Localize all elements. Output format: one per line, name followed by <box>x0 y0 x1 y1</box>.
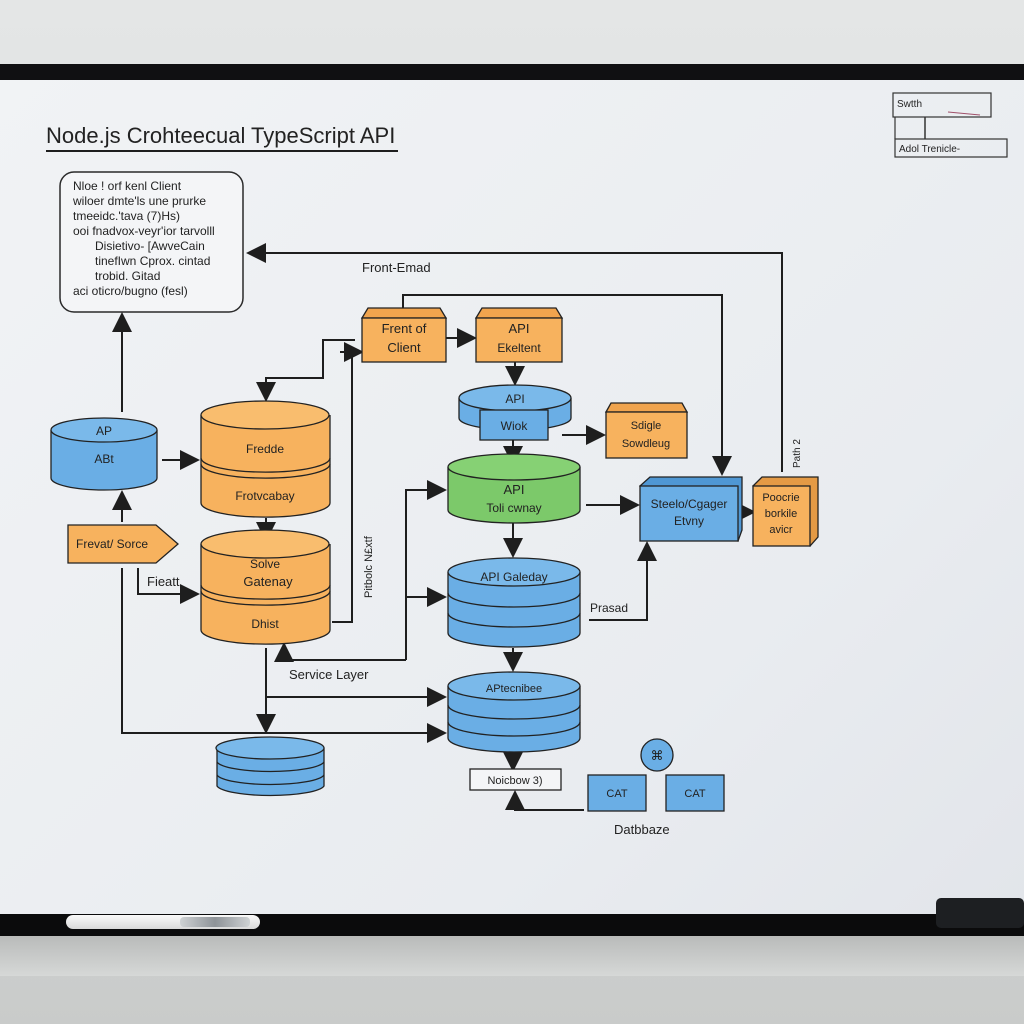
legend-bottom-label: Adol Trenicle- <box>899 144 960 155</box>
node-label: Wiok <box>501 419 529 433</box>
note-bubble: Nloe ! orf kenl Client wiloer dmte'ls un… <box>59 171 244 313</box>
node-label: Gatenay <box>243 574 293 589</box>
database-circle-icon <box>640 738 674 772</box>
legend-box: Swtth Adol Trenicle- <box>892 92 1008 158</box>
api-gateway-blue-node[interactable]: API Galeday <box>447 557 581 648</box>
node-label: ABt <box>94 452 114 466</box>
node-label: Solve <box>250 557 280 571</box>
node-label: avicr <box>769 524 793 536</box>
ap-abt-node[interactable]: AP ABt <box>50 417 158 491</box>
front-client-node[interactable]: Frent of Client <box>360 307 448 363</box>
node-label: Toli cwnay <box>486 501 541 515</box>
node-label: APtecnibee <box>486 683 542 695</box>
node-label: AP <box>96 424 112 438</box>
node-label: Etvny <box>674 514 704 528</box>
node-label: Frotvcabay <box>235 489 294 503</box>
node-label: API <box>504 482 525 497</box>
circle-glyph-icon: ⌘ <box>651 748 664 763</box>
node-label: CAT <box>606 788 627 800</box>
note-line: tmeeidc.'tava (7)Hs) <box>73 209 180 223</box>
node-label: Dhist <box>251 617 279 631</box>
arrow-to-green <box>405 480 447 660</box>
node-label: Poocrie <box>762 492 799 504</box>
eraser[interactable] <box>936 898 1024 928</box>
frevat-source-node[interactable]: Frevat/ Sorce <box>67 524 179 564</box>
note-line: trobid. Gitad <box>95 269 160 283</box>
node-label: Frevat/ Sorce <box>76 537 148 551</box>
node-label: API Galeday <box>480 570 547 584</box>
api-work-node[interactable]: API Wiok <box>458 384 572 441</box>
sdigle-node[interactable]: Sdigle Sowdleug <box>604 402 689 459</box>
label-path2: Path 2 <box>792 439 803 468</box>
node-label: Fredde <box>246 442 284 456</box>
diagram-title: Node.js Crohteecual TypeScript API <box>46 123 395 148</box>
node-label: Steelo/Cgager <box>651 497 728 511</box>
label-prasad: Prasad <box>590 601 628 615</box>
node-label: Noicbow 3) <box>487 775 542 787</box>
arrow-cat-to-notebook <box>505 790 584 811</box>
label-vertical: Pitbolc N£xtf <box>363 535 375 598</box>
note-line: wiloer dmte'ls une prurke <box>72 194 206 208</box>
note-line: Nloe ! orf kenl Client <box>73 179 182 193</box>
arrow-to-dhist <box>274 642 406 662</box>
steel-engine-node[interactable]: Steelo/Cgager Etvny <box>638 476 743 542</box>
node-label: CAT <box>684 788 705 800</box>
arrow-source-to-aptec <box>121 568 447 743</box>
database-cluster[interactable]: ⌘ CAT CAT <box>587 738 725 812</box>
small-database-node[interactable] <box>215 736 325 797</box>
api-ekeltent-node[interactable]: API Ekeltent <box>474 307 564 363</box>
arrow-to-steel-engine <box>402 294 732 476</box>
aptecnibee-node[interactable]: APtecnibee <box>447 671 581 753</box>
solve-gateway-stack-node[interactable]: Solve Gatenay Dhist <box>200 529 331 645</box>
label-front-end: Front-Emad <box>362 260 431 275</box>
notebook-node[interactable]: Noicbow 3) <box>469 768 562 791</box>
cat-left-box <box>587 774 647 812</box>
cat-right-box <box>665 774 725 812</box>
api-gateway-green-node[interactable]: API Toli cwnay <box>447 453 581 524</box>
fredde-stack-node[interactable]: Fredde Frotvcabay <box>200 400 331 518</box>
marker-label <box>180 917 250 927</box>
node-label: borkile <box>765 508 797 520</box>
wall-shadow <box>0 936 1024 976</box>
label-database: Datbbaze <box>614 822 670 837</box>
node-label: Client <box>387 340 421 355</box>
note-line: ooi fnadvox-veyr'ior tarvolll <box>73 224 215 238</box>
node-label: API <box>505 392 524 406</box>
node-label: Ekeltent <box>497 341 541 355</box>
note-line: tinefIwn Cprox. cintad <box>95 254 210 268</box>
line-dhist-to-front <box>332 351 360 623</box>
node-label: Frent of <box>382 321 427 336</box>
pooctie-node[interactable]: Poocrie borkile avicr <box>752 476 819 547</box>
note-line: aci oticro/bugno (fesl) <box>73 284 188 298</box>
arrow-prasad <box>589 541 657 621</box>
label-fieatt: Fieatt <box>147 574 180 589</box>
arrow-front-to-fredde <box>256 339 355 402</box>
label-service-layer: Service Layer <box>289 667 369 682</box>
arrow-fieatt <box>137 568 200 604</box>
node-label: Sowdleug <box>622 438 670 450</box>
node-label: API <box>509 321 530 336</box>
legend-top-label: Swtth <box>897 99 922 110</box>
arrow-to-note <box>246 243 783 472</box>
note-line: Disietivo- [AwveCain <box>95 239 205 253</box>
node-label: Sdigle <box>631 420 662 432</box>
